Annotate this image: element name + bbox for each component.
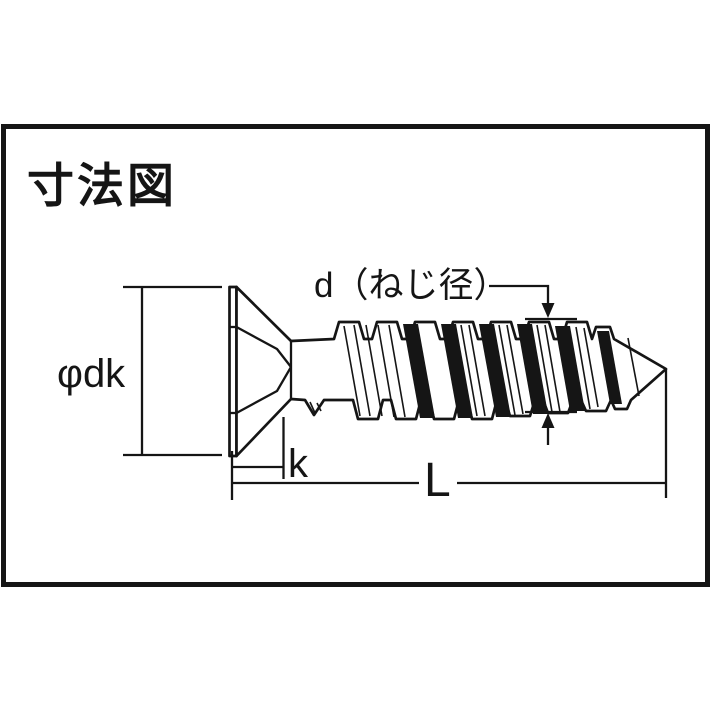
thread-diameter-label: d（ねじ径） xyxy=(314,266,508,305)
length-label: L xyxy=(424,454,451,507)
head-height-label: k xyxy=(288,442,309,486)
screw-body xyxy=(228,285,668,458)
head-recess-lines xyxy=(229,325,292,415)
thread-dark-ridges xyxy=(403,324,622,418)
head-diameter-label: φdk xyxy=(57,352,126,396)
arrow-down-icon xyxy=(541,303,555,318)
arrow-up-icon xyxy=(541,413,555,428)
dimension-head-diameter: φdk xyxy=(57,285,222,457)
dimension-head-height: k xyxy=(232,417,309,486)
diagram-title: 寸法図 xyxy=(27,159,177,212)
thread-flank-lines xyxy=(343,324,640,418)
thread-start-tooth xyxy=(309,401,322,414)
dimension-thread-diameter: d（ねじ径） xyxy=(314,266,577,445)
dimension-length: L xyxy=(230,369,668,507)
